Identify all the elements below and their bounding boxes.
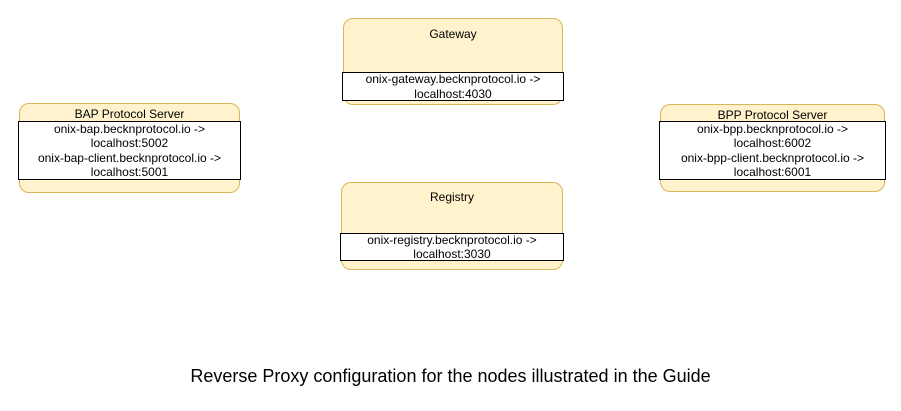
rule-line: localhost:5002: [90, 136, 169, 150]
rule-line: localhost:5001: [90, 165, 169, 179]
rule-line: localhost:3030: [413, 247, 491, 261]
node-bap-title: BAP Protocol Server: [74, 107, 185, 121]
diagram-caption: Reverse Proxy configuration for the node…: [190, 366, 711, 386]
node-bap-rulebox: onix-bap.becknprotocol.io -> localhost:5…: [18, 121, 241, 180]
rule-line: onix-bpp.becknprotocol.io ->: [696, 121, 849, 136]
node-gateway-rulebox: onix-gateway.becknprotocol.io -> localho…: [342, 72, 564, 101]
rule-line: localhost:4030: [414, 86, 492, 101]
node-registry-rulebox: onix-registry.becknprotocol.io -> localh…: [340, 233, 564, 261]
rule-line: onix-bap.becknprotocol.io ->: [53, 121, 206, 136]
rule-line: onix-gateway.becknprotocol.io ->: [365, 72, 541, 86]
rule-line: onix-bap-client.becknprotocol.io ->: [37, 150, 222, 165]
node-bpp-title: BPP Protocol Server: [717, 108, 828, 122]
rule-line: onix-registry.becknprotocol.io ->: [367, 232, 537, 247]
node-gateway-title: Gateway: [429, 27, 477, 41]
node-registry-title: Registry: [429, 190, 474, 204]
node-bpp-rulebox: onix-bpp.becknprotocol.io -> localhost:6…: [659, 121, 886, 180]
node-registry: Registry onix-registry.becknprotocol.io …: [340, 182, 564, 270]
node-gateway: Gateway onix-gateway.becknprotocol.io ->…: [342, 18, 564, 105]
node-bpp-protocol-server: BPP Protocol Server onix-bpp.becknprotoc…: [659, 104, 886, 192]
node-bap-protocol-server: BAP Protocol Server onix-bap.becknprotoc…: [18, 103, 241, 193]
rule-line: localhost:6002: [733, 136, 812, 150]
rule-line: onix-bpp-client.becknprotocol.io ->: [680, 150, 865, 165]
rule-line: localhost:6001: [733, 165, 812, 179]
